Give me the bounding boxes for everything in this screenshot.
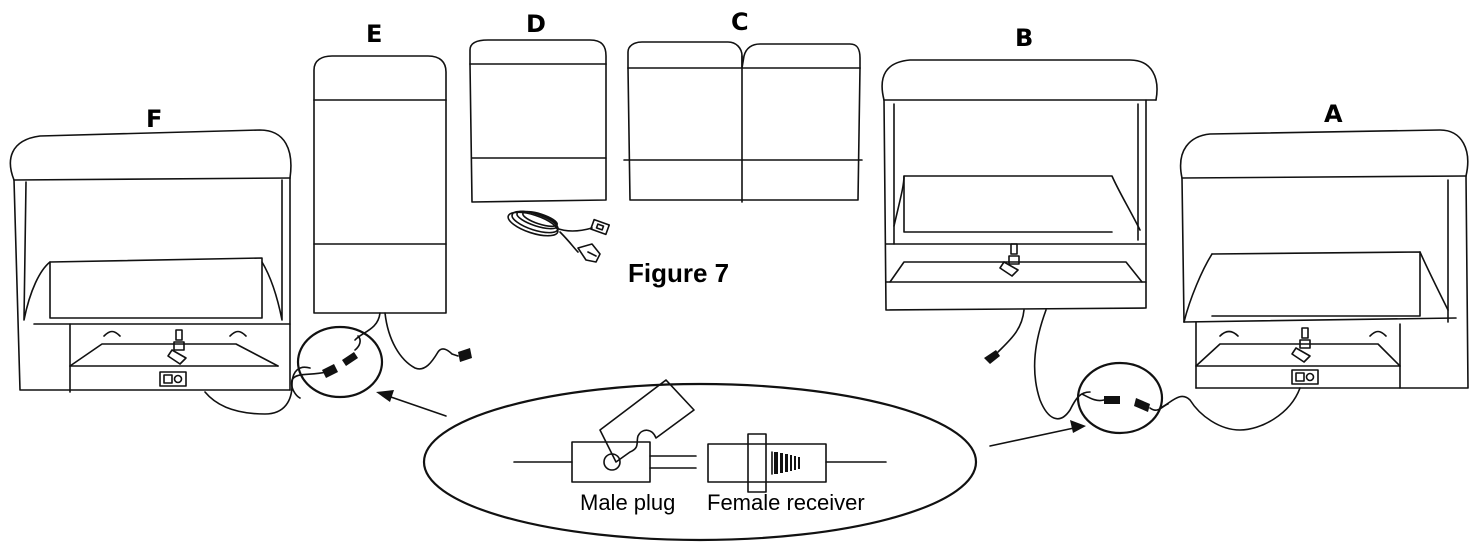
e-cord-right [384, 312, 459, 370]
label-a: A [1324, 100, 1343, 128]
e-cord-plug [458, 348, 472, 362]
label-c: C [731, 8, 749, 36]
female-receiver-icon [707, 433, 827, 493]
left-arrow [376, 390, 447, 417]
connector-icon [167, 329, 187, 365]
section-f [9, 129, 311, 415]
section-a [1159, 129, 1469, 431]
female-receiver-label: Female receiver [707, 490, 865, 515]
label-f: F [146, 105, 162, 133]
right-connection-detail [1076, 361, 1169, 435]
section-c [623, 41, 863, 203]
right-arrow [989, 420, 1086, 447]
b-cord-right [1033, 309, 1091, 420]
power-cord [204, 366, 311, 415]
label-d: D [526, 10, 546, 38]
connector-icon [999, 243, 1020, 277]
section-d [469, 39, 607, 203]
section-b [881, 59, 1158, 420]
plug-callout: Male plug Female receiver [422, 379, 978, 542]
male-plug-icon [571, 379, 697, 483]
male-plug-label: Male plug [580, 490, 675, 515]
e-cord-left [354, 312, 381, 341]
extension-cable-icon [507, 210, 611, 263]
figure-title: Figure 7 [628, 258, 729, 288]
b-cord-left [997, 309, 1025, 353]
b-cord-plug [984, 350, 1000, 364]
a-power-cord [1159, 387, 1301, 431]
connector-icon [1291, 327, 1311, 363]
power-button-icon [1291, 369, 1319, 385]
label-b: B [1015, 24, 1033, 52]
label-e: E [366, 20, 382, 48]
left-connection-detail [290, 325, 384, 399]
section-e [313, 55, 472, 370]
power-button-icon [159, 371, 187, 387]
